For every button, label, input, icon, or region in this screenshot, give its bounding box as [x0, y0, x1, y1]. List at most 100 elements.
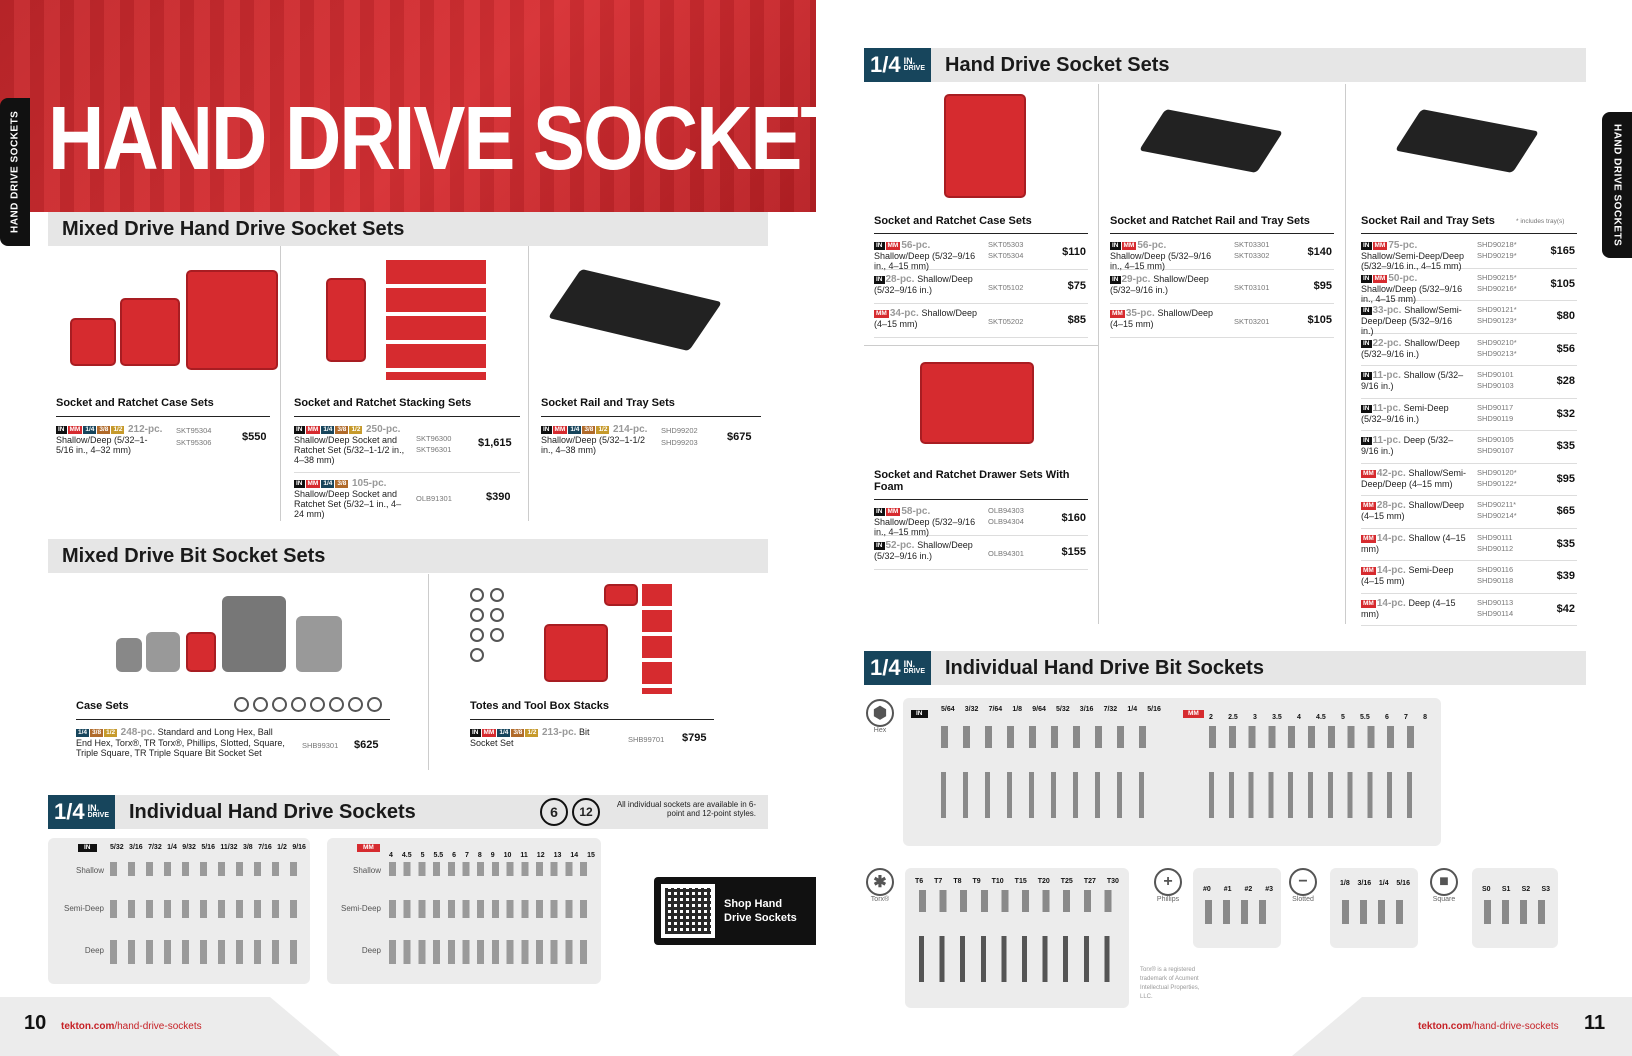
product-description: Shallow/Deep (5/32–9/16 in.) — [1110, 274, 1209, 295]
price: $95 — [1556, 472, 1575, 485]
price: $39 — [1556, 570, 1575, 583]
bit-size-label: 7/64 — [988, 706, 1003, 713]
sku-12pt: SHD90219* — [1477, 251, 1517, 260]
bit-size-label: 1/4 — [1378, 880, 1389, 887]
bit-size-label: 2.5 — [1228, 714, 1238, 721]
sku-6pt: SKT03101 — [1234, 283, 1270, 292]
bit-size-label: S0 — [1482, 886, 1491, 893]
drive-tag: MM — [874, 310, 889, 318]
side-tab-left[interactable]: HAND DRIVE SOCKETS — [0, 98, 30, 246]
socket-size-label: 4.5 — [401, 852, 412, 859]
footer-url[interactable]: tekton.com/hand-drive-sockets — [1418, 1021, 1559, 1032]
product-description: Shallow/Semi-Deep/Deep (4–15 mm) — [1361, 467, 1467, 489]
tray-set-image — [1394, 109, 1540, 173]
bit-size-label: 3.5 — [1272, 714, 1282, 721]
bit-size-label: 8 — [1423, 714, 1427, 721]
piece-count: 14-pc. — [1376, 565, 1409, 576]
qr-code-icon[interactable] — [661, 884, 715, 938]
bit-size-label: #0 — [1203, 886, 1211, 893]
bit-size-label: 3/16 — [1357, 880, 1372, 887]
piece-count: 22-pc. — [1372, 337, 1405, 349]
section-hand-drive-sets: 1/4 IN.DRIVE Hand Drive Socket Sets — [864, 48, 1586, 82]
price: $110 — [1062, 246, 1086, 258]
bit-size-label: S1 — [1501, 886, 1511, 893]
sku-6pt: SKT05303 — [988, 240, 1024, 249]
socket-size-label: 7/32 — [148, 844, 162, 851]
price: $160 — [1061, 512, 1086, 524]
bit-size-label: S3 — [1541, 886, 1550, 893]
bit-type-icons-row — [234, 697, 382, 712]
product-description: Shallow/Deep (5/32–9/16 in., 4–15 mm) — [874, 251, 976, 271]
price: $42 — [1556, 602, 1575, 615]
footer-url[interactable]: tekton.com/hand-drive-sockets — [61, 1021, 202, 1032]
bit-size-label: T9 — [972, 878, 981, 885]
socket-size-label: 9 — [490, 852, 495, 859]
six-point-icon: 6 — [540, 798, 568, 826]
piece-count: 11-pc. — [1372, 370, 1404, 381]
price: $32 — [1556, 407, 1575, 420]
socket-size-label: 4 — [389, 852, 393, 859]
side-tab-right[interactable]: HAND DRIVE SOCKETS — [1602, 112, 1632, 258]
drawer-sets-title: Socket and Ratchet Drawer Sets With Foam — [874, 469, 1070, 493]
bit-size-label: 5/16 — [1396, 880, 1410, 887]
price: $155 — [1061, 546, 1086, 558]
socket-size-label: 5/32 — [110, 844, 124, 851]
piece-count: 56-pc. — [901, 240, 931, 251]
drive-badge: 1/4 IN.DRIVE — [864, 48, 931, 82]
sku-12pt: SKT03302 — [1234, 251, 1270, 260]
piece-count: 14-pc. — [1376, 597, 1409, 609]
piece-count: 11-pc. — [1372, 402, 1404, 414]
section-title: Individual Hand Drive Bit Sockets — [945, 656, 1264, 679]
bit-size-label: 5/64 — [941, 706, 955, 713]
case-sets-title: Socket and Ratchet Case Sets — [874, 215, 1032, 227]
section-title: Hand Drive Socket Sets — [945, 53, 1170, 76]
product-description: Shallow/Deep (5/32–9/16 in.) — [874, 540, 973, 561]
drive-tag: IN — [874, 542, 885, 550]
sku-6pt: SHD90121* — [1477, 305, 1517, 314]
drive-tag: MM — [1110, 310, 1125, 318]
page-title: HAND DRIVE SOCKETS — [48, 87, 898, 189]
sku-12pt: SHD90123* — [1477, 316, 1517, 325]
section-title: Individual Hand Drive Sockets — [129, 800, 416, 823]
price: $35 — [1556, 537, 1575, 550]
case-rows: IN MM 56-pc. Shallow/Deep (5/32–9/16 in., … — [874, 236, 1088, 338]
sku-6pt: SHD90210* — [1477, 337, 1517, 347]
sku-12pt: SKT05304 — [988, 251, 1024, 260]
section-bit-sockets: 1/4 IN.DRIVE Individual Hand Drive Bit S… — [864, 651, 1586, 685]
drive-tag: MM — [1361, 567, 1376, 575]
bit-size-label: T15 — [1014, 878, 1027, 885]
sku-12pt: SHD90216* — [1477, 283, 1517, 293]
price: $35 — [1556, 440, 1575, 453]
drive-tag: IN — [874, 276, 885, 284]
price: $85 — [1067, 314, 1086, 326]
drive-tag: MM — [1361, 469, 1376, 478]
bit-size-label: T8 — [953, 878, 962, 885]
